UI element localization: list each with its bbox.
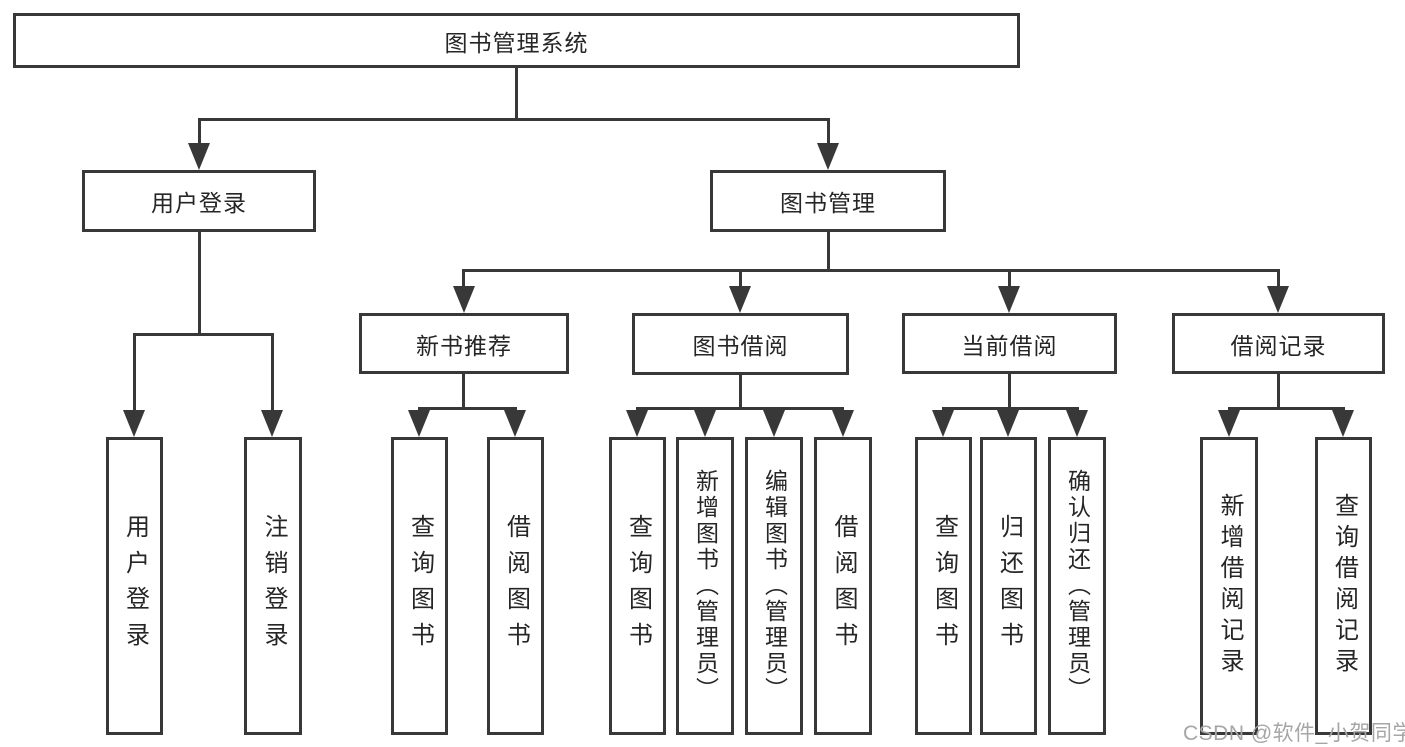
connector-line bbox=[739, 375, 742, 410]
node-label: 注销登录 bbox=[260, 514, 287, 658]
connector-line bbox=[198, 232, 201, 336]
current-borrow-box: 当前借阅 bbox=[902, 313, 1117, 374]
connector-line bbox=[1277, 271, 1280, 288]
arrow-down-icon bbox=[453, 286, 475, 313]
connector-line bbox=[1008, 374, 1011, 410]
arrow-down-icon bbox=[626, 410, 648, 437]
node-label: 借阅记录 bbox=[1230, 332, 1327, 359]
leaf-logout-box: 注销登录 bbox=[244, 437, 302, 735]
user-login-box: 用户登录 bbox=[82, 170, 316, 232]
connector-line bbox=[198, 120, 201, 146]
leaf-recommend-borrow-books-box: 借阅图书 bbox=[487, 437, 544, 735]
leaf-borrow-books-box: 借阅图书 bbox=[814, 437, 872, 735]
node-label: 图书管理系统 bbox=[444, 29, 589, 56]
borrow-records-box: 借阅记录 bbox=[1172, 313, 1385, 374]
csdn-watermark: CSDN @软件_小贺同学 bbox=[1183, 722, 1405, 745]
node-label: 查询图书 bbox=[406, 514, 434, 658]
connector-line bbox=[462, 374, 465, 410]
node-label: 新书推荐 bbox=[416, 332, 512, 359]
node-label: 查询借阅记录 bbox=[1330, 493, 1358, 679]
arrow-down-icon bbox=[817, 143, 839, 170]
arrow-down-icon bbox=[1332, 410, 1354, 437]
leaf-add-books-admin-box: 新增图书（管理员） bbox=[676, 437, 734, 735]
node-label: 借阅图书 bbox=[502, 514, 530, 658]
connector-line bbox=[462, 269, 1280, 272]
arrow-down-icon bbox=[694, 410, 716, 437]
arrow-down-icon bbox=[123, 410, 145, 437]
arrow-down-icon bbox=[1218, 410, 1240, 437]
arrow-down-icon bbox=[1066, 410, 1088, 437]
node-label: 编辑图书（管理员） bbox=[761, 469, 788, 703]
connector-line bbox=[1228, 407, 1345, 410]
arrow-down-icon bbox=[932, 410, 954, 437]
arrow-down-icon bbox=[832, 410, 854, 437]
arrow-down-icon bbox=[998, 286, 1020, 313]
connector-line bbox=[418, 407, 517, 410]
connector-line bbox=[827, 232, 830, 272]
arrow-down-icon bbox=[408, 410, 430, 437]
connector-line bbox=[827, 120, 830, 146]
leaf-borrow-query-books-box: 查询图书 bbox=[609, 437, 666, 735]
arrow-down-icon bbox=[1267, 286, 1289, 313]
connector-line bbox=[133, 333, 274, 336]
node-label: 用户登录 bbox=[121, 514, 149, 658]
node-label: 归还图书 bbox=[995, 514, 1023, 658]
node-label: 查询图书 bbox=[930, 514, 958, 658]
leaf-current-query-books-box: 查询图书 bbox=[915, 437, 972, 735]
arrow-down-icon bbox=[997, 410, 1019, 437]
node-label: 图书管理 bbox=[780, 190, 876, 216]
connector-line bbox=[515, 68, 518, 121]
node-label: 图书借阅 bbox=[692, 333, 789, 359]
connector-line bbox=[1008, 271, 1011, 288]
new-book-recommend-box: 新书推荐 bbox=[359, 313, 569, 374]
leaf-query-borrow-record-box: 查询借阅记录 bbox=[1315, 437, 1372, 735]
connector-line bbox=[636, 407, 844, 410]
node-label: 当前借阅 bbox=[961, 332, 1058, 359]
node-label: 用户登录 bbox=[151, 190, 247, 216]
connector-line bbox=[1277, 374, 1280, 410]
connector-line bbox=[198, 118, 830, 121]
node-label: 确认归还（管理员） bbox=[1064, 469, 1091, 703]
arrow-down-icon bbox=[729, 286, 751, 313]
book-management-box: 图书管理 bbox=[710, 170, 946, 232]
arrow-down-icon bbox=[188, 143, 210, 170]
node-label: 新增图书（管理员） bbox=[692, 469, 719, 703]
system-root-box: 图书管理系统 bbox=[13, 13, 1020, 68]
connector-line bbox=[942, 407, 1079, 410]
leaf-user-login-box: 用户登录 bbox=[106, 437, 163, 735]
arrow-down-icon bbox=[763, 410, 785, 437]
arrow-down-icon bbox=[261, 410, 283, 437]
connector-line bbox=[739, 271, 742, 288]
connector-line bbox=[271, 335, 274, 412]
leaf-recommend-query-books-box: 查询图书 bbox=[391, 437, 448, 735]
node-label: 查询图书 bbox=[624, 514, 652, 658]
node-label: 借阅图书 bbox=[830, 514, 857, 658]
connector-line bbox=[462, 271, 465, 288]
node-label: 新增借阅记录 bbox=[1216, 493, 1243, 679]
book-borrow-box: 图书借阅 bbox=[632, 313, 849, 375]
leaf-return-books-box: 归还图书 bbox=[980, 437, 1037, 735]
leaf-add-borrow-record-box: 新增借阅记录 bbox=[1200, 437, 1258, 735]
connector-line bbox=[133, 335, 136, 412]
leaf-edit-books-admin-box: 编辑图书（管理员） bbox=[745, 437, 803, 735]
leaf-confirm-return-admin-box: 确认归还（管理员） bbox=[1048, 437, 1106, 735]
arrow-down-icon bbox=[504, 410, 526, 437]
